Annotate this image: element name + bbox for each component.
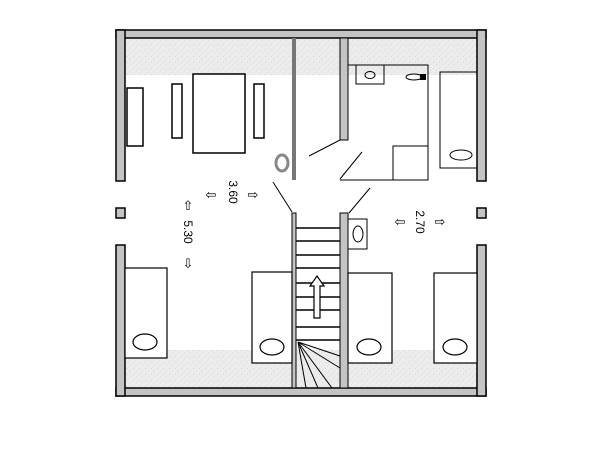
table — [192, 73, 246, 154]
top-eave-zone — [125, 38, 477, 75]
exterior-walls — [115, 29, 487, 397]
dimension-label: 2.70 — [413, 210, 427, 234]
bathroom-outline — [340, 64, 429, 181]
bathtub — [439, 71, 478, 169]
dimension-left-room-width: ⇦ 3.60 ⇨ — [206, 180, 259, 204]
arrow-up-icon: ⇧ — [183, 199, 194, 214]
dimension-right-room-width: ⇦ 2.70 ⇨ — [395, 210, 446, 234]
stair-wall-left — [291, 212, 297, 389]
bed-3-pillow — [356, 338, 382, 356]
door-swings — [272, 139, 371, 214]
bed-2-pillow — [259, 338, 285, 356]
dimension-label: 3.60 — [226, 180, 240, 204]
arrow-down-icon: ⇩ — [183, 257, 194, 272]
bed-1-pillow — [132, 333, 158, 351]
washbasin-bowl — [352, 225, 364, 243]
arrow-left-icon: ⇦ — [395, 215, 406, 230]
stool — [274, 153, 290, 173]
dimension-label: 5.30 — [181, 220, 195, 244]
bathroom-counter — [392, 145, 429, 181]
bottom-eave-zone — [125, 350, 477, 388]
chair-right — [253, 83, 265, 139]
shelf — [126, 87, 144, 147]
washbasin — [347, 218, 368, 250]
partition-left-top — [292, 38, 296, 180]
stair-wall-right — [339, 212, 349, 389]
sink — [355, 64, 385, 85]
arrow-right-icon: ⇨ — [435, 215, 446, 230]
staircase — [296, 227, 341, 389]
arrow-right-icon: ⇨ — [248, 188, 259, 203]
bathtub-drain — [449, 149, 473, 161]
bed-4-pillow — [442, 338, 468, 356]
arrow-left-icon: ⇦ — [206, 188, 217, 203]
chair-left — [171, 83, 183, 139]
toilet-tank — [420, 74, 426, 80]
bathroom-wall — [339, 37, 349, 141]
dimension-left-room-length: ⇧ 5.30 ⇩ — [181, 199, 195, 272]
stair-up-arrow-icon — [308, 274, 326, 319]
sink-basin — [364, 71, 376, 79]
